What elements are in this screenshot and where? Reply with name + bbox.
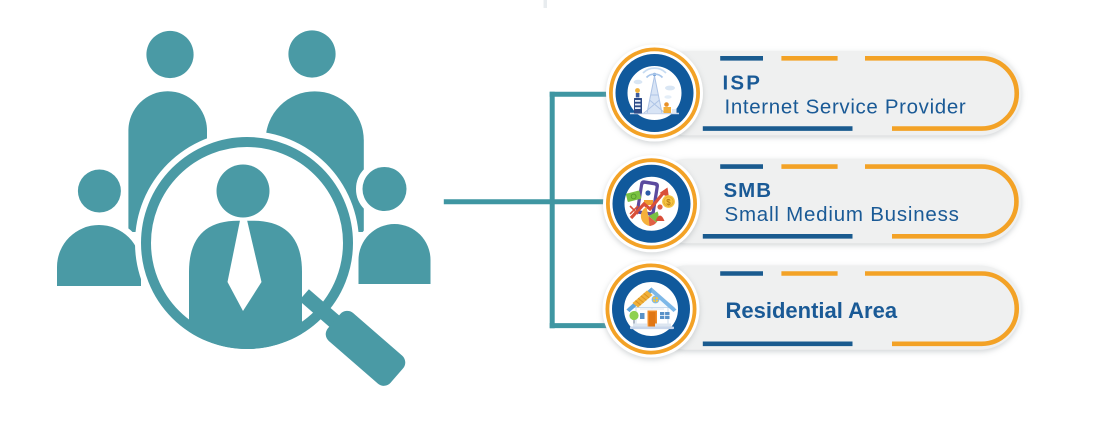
svg-text:$: $ — [666, 198, 671, 207]
svg-text:ISP: ISP — [723, 71, 763, 94]
svg-text:Internet Service Provider: Internet Service Provider — [725, 96, 967, 119]
svg-text:Residential Area: Residential Area — [726, 298, 898, 323]
svg-text:SMB: SMB — [724, 179, 773, 202]
svg-text:Small Medium Business: Small Medium Business — [725, 203, 960, 226]
